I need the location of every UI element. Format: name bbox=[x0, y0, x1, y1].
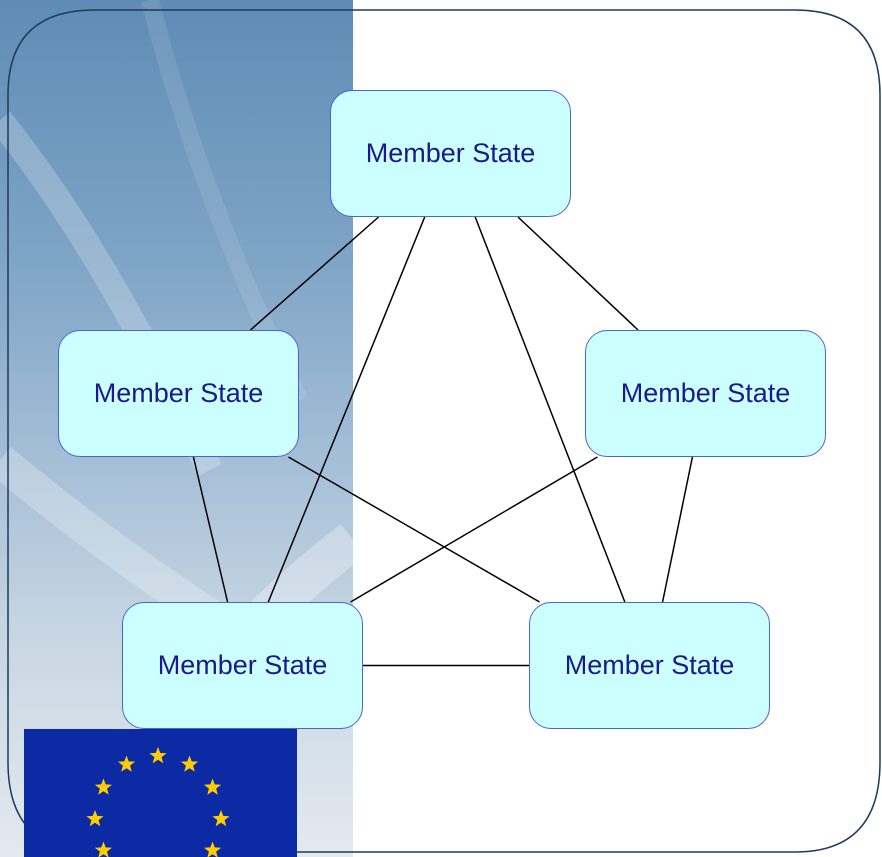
edge-top-to-bottom-right bbox=[474, 216, 626, 603]
edge-top-to-left bbox=[249, 216, 380, 331]
edge-top-to-right bbox=[517, 216, 639, 331]
connection-lines bbox=[192, 216, 694, 667]
member-state-node-left[interactable]: Member State bbox=[58, 330, 299, 457]
eu-flag-logo bbox=[24, 729, 297, 857]
edge-right-to-bottom-right bbox=[661, 456, 694, 603]
member-state-node-bottom-right[interactable]: Member State bbox=[529, 602, 770, 729]
eu-flag-stars bbox=[86, 747, 230, 857]
rounded-frame-border bbox=[7, 9, 881, 853]
member-state-node-bottom-left[interactable]: Member State bbox=[122, 602, 363, 729]
edge-top-to-bottom-left bbox=[267, 216, 426, 603]
eu-star-icon bbox=[94, 778, 112, 795]
eu-star-icon bbox=[94, 841, 112, 857]
eu-star-icon bbox=[86, 810, 104, 827]
eu-star-icon bbox=[212, 810, 230, 827]
edge-left-to-bottom-left bbox=[192, 456, 229, 603]
member-state-node-right[interactable]: Member State bbox=[585, 330, 826, 457]
eu-star-icon bbox=[204, 841, 222, 857]
eu-star-icon bbox=[117, 755, 136, 772]
eu-star-icon bbox=[149, 747, 167, 764]
edge-left-to-bottom-right bbox=[288, 456, 540, 603]
edge-right-to-bottom-left bbox=[350, 456, 598, 603]
eu-star-icon bbox=[180, 755, 199, 772]
member-state-node-top[interactable]: Member State bbox=[330, 90, 571, 217]
eu-star-icon bbox=[204, 778, 222, 795]
